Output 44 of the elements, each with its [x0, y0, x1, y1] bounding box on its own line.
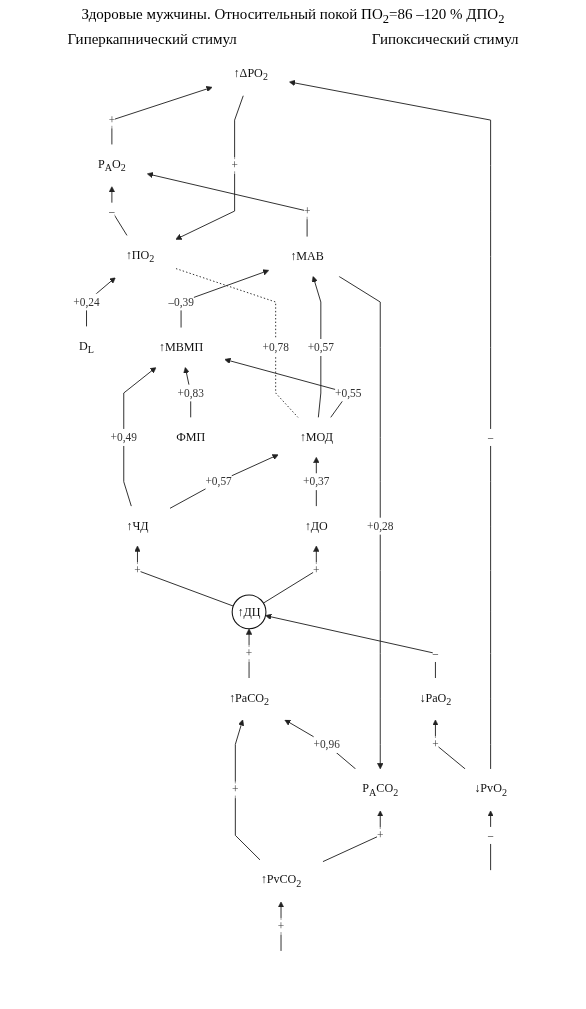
- node-text: P$_{A}$O$_{2}$: [97, 157, 126, 174]
- node-text: D$_{L}$: [79, 339, 94, 356]
- edge-label: –: [109, 204, 115, 217]
- edge-label: +0,96: [313, 737, 340, 751]
- node-text: ↑ДО: [304, 519, 328, 533]
- node-text: P$_{A}$CO$_{2}$: [362, 781, 399, 798]
- edge-label: +0,28: [367, 519, 394, 532]
- node-text: ↓PaO$_{2}$: [419, 690, 452, 707]
- edge-label: +0,57: [307, 341, 335, 354]
- edge-label: –0,39: [168, 295, 194, 308]
- node-text: ↑PaCO$_{2}$: [229, 690, 270, 707]
- node-text: ↑МОД: [299, 430, 333, 444]
- node-text: ФМП: [176, 430, 206, 444]
- edge-label: –: [487, 430, 494, 444]
- edge-label: +: [303, 204, 311, 217]
- edge-label: +: [277, 919, 285, 933]
- edge-label: –: [432, 647, 439, 660]
- edge-label: +: [377, 828, 384, 842]
- edge-label: +0,57: [205, 475, 232, 488]
- node-text: ↓PvO$_{2}$: [474, 781, 507, 798]
- node-text: ↑МАВ: [290, 249, 324, 264]
- node-text: ↑ΔPO$_{2}$: [233, 66, 268, 83]
- node-circle: ↑ДЦ: [231, 594, 267, 630]
- note-text: Здоровые мужчины. Относительный покой ПО$_{2}$=86 –120 % ДПО$_{2}$: [81, 6, 505, 27]
- node-text: ↑PvCO$_{2}$: [260, 872, 302, 889]
- edge-label: –: [487, 828, 494, 842]
- note-text: Гиперкапнический стимул: [67, 31, 237, 48]
- edge-label: +0,83: [177, 386, 204, 399]
- node-text: ↑ЧД: [126, 519, 149, 533]
- edge-label: +: [232, 783, 239, 796]
- edge-label: +0,37: [303, 475, 330, 488]
- node-text: ↑МВМП: [158, 340, 204, 355]
- edge-label: +: [108, 113, 116, 126]
- edge-label: +0,49: [110, 430, 137, 444]
- node-text: ↑ПО$_{2}$: [125, 248, 155, 265]
- edge-label: +: [313, 564, 320, 577]
- edge-label: +0,78: [262, 341, 289, 354]
- note-text: Гипоксический стимул: [371, 31, 519, 48]
- edge-label: +: [432, 737, 439, 751]
- edge-label: +0,24: [73, 295, 100, 308]
- edge-label: +: [245, 647, 253, 660]
- edge-label: +: [134, 564, 141, 577]
- edge-label: +0,55: [335, 386, 362, 399]
- edge-label: +: [231, 159, 238, 172]
